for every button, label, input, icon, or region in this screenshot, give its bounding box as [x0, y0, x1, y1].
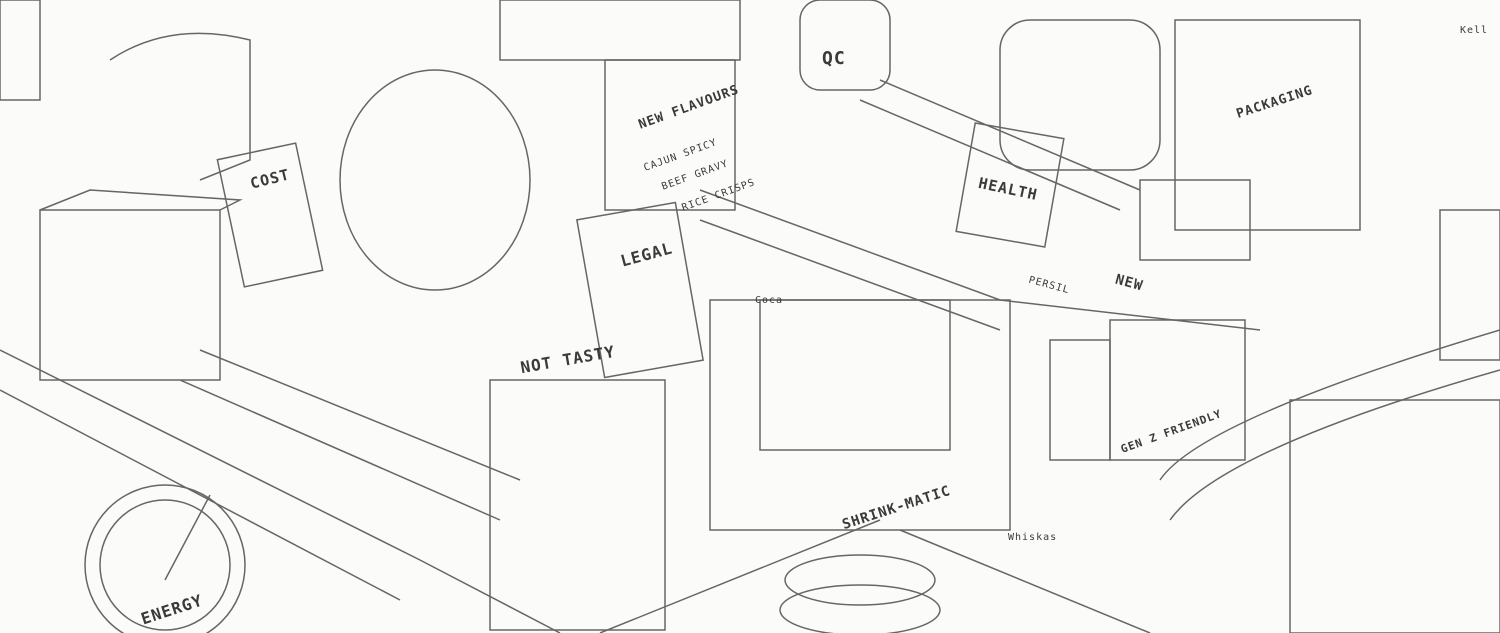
conveyor-belts — [0, 79, 1500, 633]
qc-label: QC — [822, 48, 846, 69]
whiskas-label: Whiskas — [1008, 532, 1058, 543]
coca-label: Coca — [755, 295, 784, 306]
kellogg-label: Kell — [1460, 25, 1489, 36]
